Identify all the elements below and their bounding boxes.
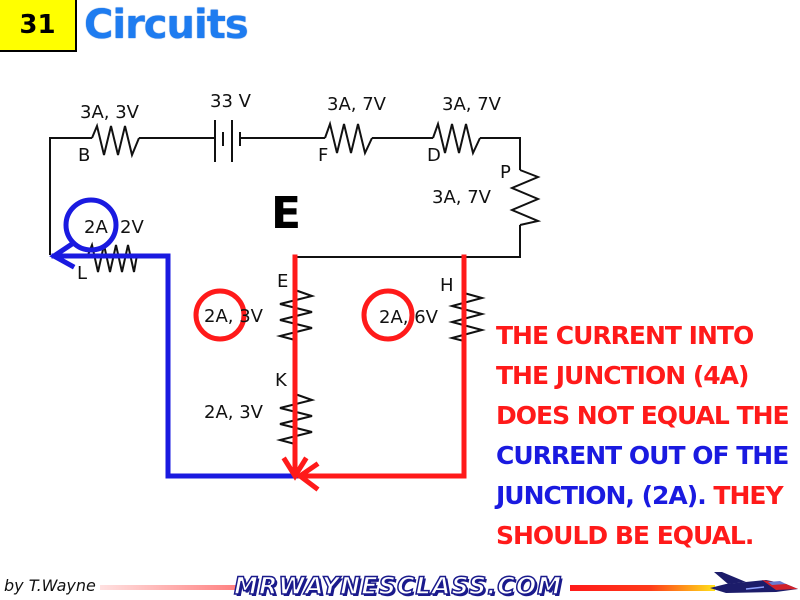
node-label-P: P — [500, 162, 511, 183]
red-current-path-right — [297, 254, 467, 479]
label-resistor-K: 2A, 3V — [204, 402, 264, 423]
node-label-L: L — [77, 263, 87, 284]
explanation-segment: current out of the — [496, 441, 789, 470]
node-label-D: D — [427, 145, 441, 166]
explanation-line-1: The current into — [496, 316, 800, 356]
blue-current-path — [51, 253, 298, 479]
node-label-E: E — [277, 271, 288, 292]
footer-gradient-bar-right — [570, 585, 715, 591]
resistor-H — [448, 292, 486, 342]
label-resistor-L-voltage: 2V — [120, 217, 144, 238]
node-label-K: K — [275, 370, 288, 391]
red-arrowhead-left — [295, 461, 320, 492]
blue-arrowhead — [49, 240, 76, 270]
red-arrowhead-down — [281, 456, 309, 481]
resistor-P — [509, 169, 542, 226]
explanation-line-5: junction, (2A). They — [496, 476, 800, 516]
page-title: Circuits — [84, 2, 249, 48]
explanation-line-4: current out of the — [496, 436, 800, 476]
explanation-segment: The current into — [496, 321, 754, 350]
node-label-F: F — [318, 145, 328, 166]
slide-number: 31 — [19, 10, 56, 40]
explanation-line-2: the junction (4A) — [496, 356, 800, 396]
site-logo-text[interactable]: MRWAYNESCLASS.COM — [233, 571, 563, 600]
author-byline: by T.Wayne — [4, 576, 96, 595]
explanation-text: The current into the junction (4A) does … — [496, 316, 800, 556]
explanation-line-6: should be equal. — [496, 516, 800, 556]
explanation-line-3: does not equal the — [496, 396, 800, 436]
explanation-segment: should be equal. — [496, 521, 754, 550]
label-resistor-B: 3A, 3V — [80, 102, 140, 123]
node-label-H: H — [440, 275, 454, 296]
slide-number-badge: 31 — [0, 0, 77, 52]
wire-top-left — [49, 137, 92, 255]
explanation-segment: junction, (2A). — [496, 481, 707, 510]
explanation-segment: They — [705, 481, 783, 510]
label-resistor-F: 3A, 7V — [327, 94, 387, 115]
wire-D-to-P — [480, 137, 521, 170]
resistor-B — [91, 122, 140, 159]
footer-gradient-bar-left — [100, 585, 238, 590]
label-resistor-E: 2A, 3V — [204, 306, 264, 327]
explanation-segment: does not equal the — [496, 401, 790, 430]
label-resistor-D: 3A, 7V — [442, 94, 502, 115]
node-label-B: B — [78, 145, 90, 166]
label-resistor-P: 3A, 7V — [432, 187, 492, 208]
jet-icon — [710, 572, 798, 593]
explanation-segment: the junction (4A) — [496, 361, 749, 390]
label-battery: 33 V — [210, 91, 252, 112]
resistor-D — [432, 120, 481, 157]
blue-highlight-circle — [63, 197, 119, 253]
resistor-F — [324, 120, 373, 157]
red-highlight-circle-H — [361, 288, 415, 342]
label-resistor-H: 2A, 6V — [379, 307, 439, 328]
answer-letter: E — [271, 188, 301, 239]
red-highlight-circle-E — [193, 288, 247, 342]
wire-P-down — [295, 225, 521, 258]
label-resistor-L-current: 2A — [84, 217, 108, 238]
